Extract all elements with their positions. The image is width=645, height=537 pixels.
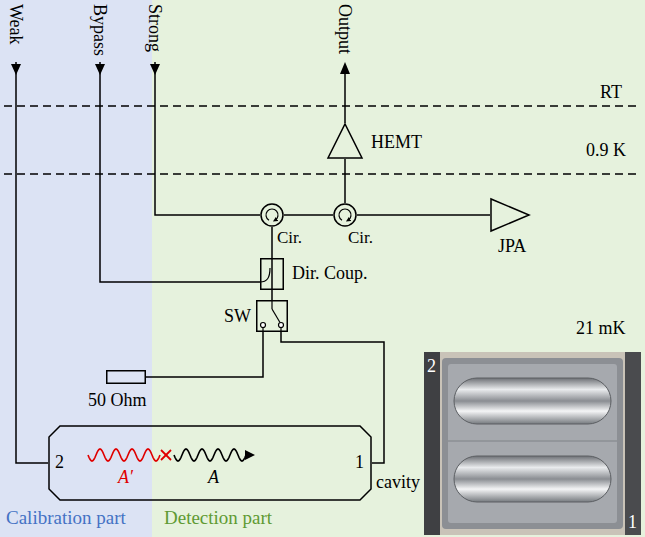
temperature-stage: 21 mK — [576, 318, 626, 338]
directional-coupler-shape — [260, 258, 284, 290]
cavity-groove — [454, 378, 611, 424]
component-label: cavity — [376, 472, 420, 493]
termination-resistor-shape — [106, 370, 146, 384]
signal-name: Bypass — [90, 4, 110, 56]
directional-coupler: Dir. Coup. — [260, 258, 284, 290]
cavity-groove — [454, 456, 611, 502]
microwave-switch: SW — [256, 300, 288, 332]
switch-lever — [272, 309, 280, 323]
coax-line — [271, 290, 273, 300]
bypass-line — [100, 62, 260, 282]
component-label: Cir. — [348, 228, 373, 248]
coax-line — [357, 214, 490, 216]
jpa-amplifier-shape — [490, 198, 530, 232]
cavity-plate-face — [448, 364, 617, 523]
cavity-outline — [49, 426, 371, 500]
termination-resistor: 50 Ohm — [106, 370, 146, 384]
conversion-cross — [161, 450, 171, 460]
output-line — [344, 74, 346, 123]
switch-contact — [261, 323, 266, 328]
jpa-amplifier: JPA — [490, 198, 530, 232]
circulator-arrow — [339, 209, 351, 220]
mode-label: A′ — [118, 467, 133, 488]
component-label: 50 Ohm — [88, 390, 147, 411]
circulator-shape — [260, 203, 284, 227]
photon-arrowhead — [245, 450, 255, 460]
plate-seam — [448, 441, 617, 442]
coupler-through-line — [271, 258, 273, 290]
switch-contact — [279, 323, 284, 328]
switch-output — [262, 328, 263, 333]
temperature-stage: RT — [600, 82, 622, 102]
signal-name: Weak — [6, 4, 26, 45]
photo-ground — [424, 352, 641, 535]
output-arrowhead — [340, 62, 350, 74]
amplifier-triangle — [491, 199, 529, 231]
circulator: Cir. — [333, 203, 357, 227]
cavity-shape — [48, 425, 372, 501]
component-label: Cir. — [277, 228, 302, 248]
coax-line — [344, 159, 346, 203]
calibration-band: Calibration part 50 Ohm — [0, 0, 152, 537]
amplifier-triangle — [328, 124, 362, 158]
component-label: Dir. Coup. — [292, 263, 368, 284]
input-arrowhead — [95, 64, 105, 75]
temperature-stage: 0.9 K — [586, 140, 626, 160]
coupler-body — [261, 259, 284, 290]
circulator-ring — [261, 204, 283, 226]
coax-line — [271, 227, 273, 258]
hemt-amplifier: HEMT — [327, 123, 363, 159]
strong-line — [155, 62, 260, 215]
switch-input — [271, 300, 272, 309]
cavity-plate — [442, 358, 623, 529]
photon-wave — [174, 449, 246, 461]
input-arrowhead — [11, 64, 21, 75]
calibration-band-fill — [0, 0, 152, 537]
circulator-shape — [333, 203, 357, 227]
port-number: 1 — [628, 512, 637, 532]
region-label: Calibration part — [6, 507, 126, 529]
component-label: SW — [224, 306, 251, 327]
circulator-ring — [334, 204, 356, 226]
signal-name: Output — [335, 4, 355, 54]
component-label: JPA — [498, 236, 526, 257]
coax-line — [146, 332, 263, 377]
coupler-arc — [260, 268, 270, 282]
circulator-arrow — [266, 209, 278, 220]
component-label: HEMT — [371, 132, 422, 153]
weak-line — [16, 62, 48, 463]
detection-band-fill — [152, 0, 645, 537]
cavity: 21A′Acavity — [48, 425, 372, 501]
hemt-amplifier-shape — [327, 123, 363, 159]
port-number: 2 — [55, 452, 64, 473]
region-label: Detection part — [164, 507, 272, 529]
dark-photon-wave — [88, 449, 160, 461]
input-arrowhead — [150, 64, 160, 75]
coax-line — [281, 332, 384, 463]
detection-band: Detection partHEMTCir.Cir.JPADir. Coup.S… — [152, 0, 645, 537]
coax-line — [284, 214, 333, 216]
photo-shadow — [424, 352, 440, 535]
switch-output — [280, 328, 281, 333]
conversion-cross — [161, 450, 171, 460]
port-number: 2 — [427, 356, 436, 376]
signal-name: Strong — [145, 4, 165, 52]
switch-body — [257, 301, 288, 332]
resistor-symbol — [107, 371, 146, 384]
photo-shadow — [625, 352, 641, 535]
microwave-switch-shape — [256, 300, 288, 332]
cavity-photo — [424, 352, 641, 535]
mode-label: A — [208, 467, 219, 488]
port-number: 1 — [355, 452, 364, 473]
circulator: Cir. — [260, 203, 284, 227]
